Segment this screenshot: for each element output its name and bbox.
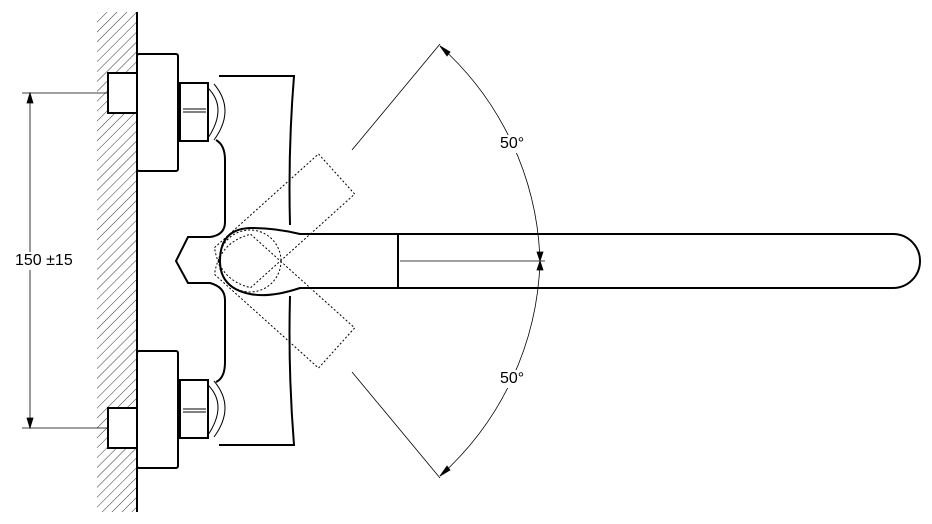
bottom-mount [107, 350, 226, 469]
spacing-label: 150 ±15 [15, 252, 73, 270]
mixer-body [174, 75, 296, 446]
angle-up-label: 50° [500, 135, 525, 153]
lever-rotated-positions [213, 153, 356, 369]
angle-dimension [351, 43, 544, 479]
lever-handle [218, 226, 399, 297]
angle-down-label: 50° [500, 370, 525, 388]
spout [397, 233, 921, 289]
top-mount [107, 53, 226, 172]
